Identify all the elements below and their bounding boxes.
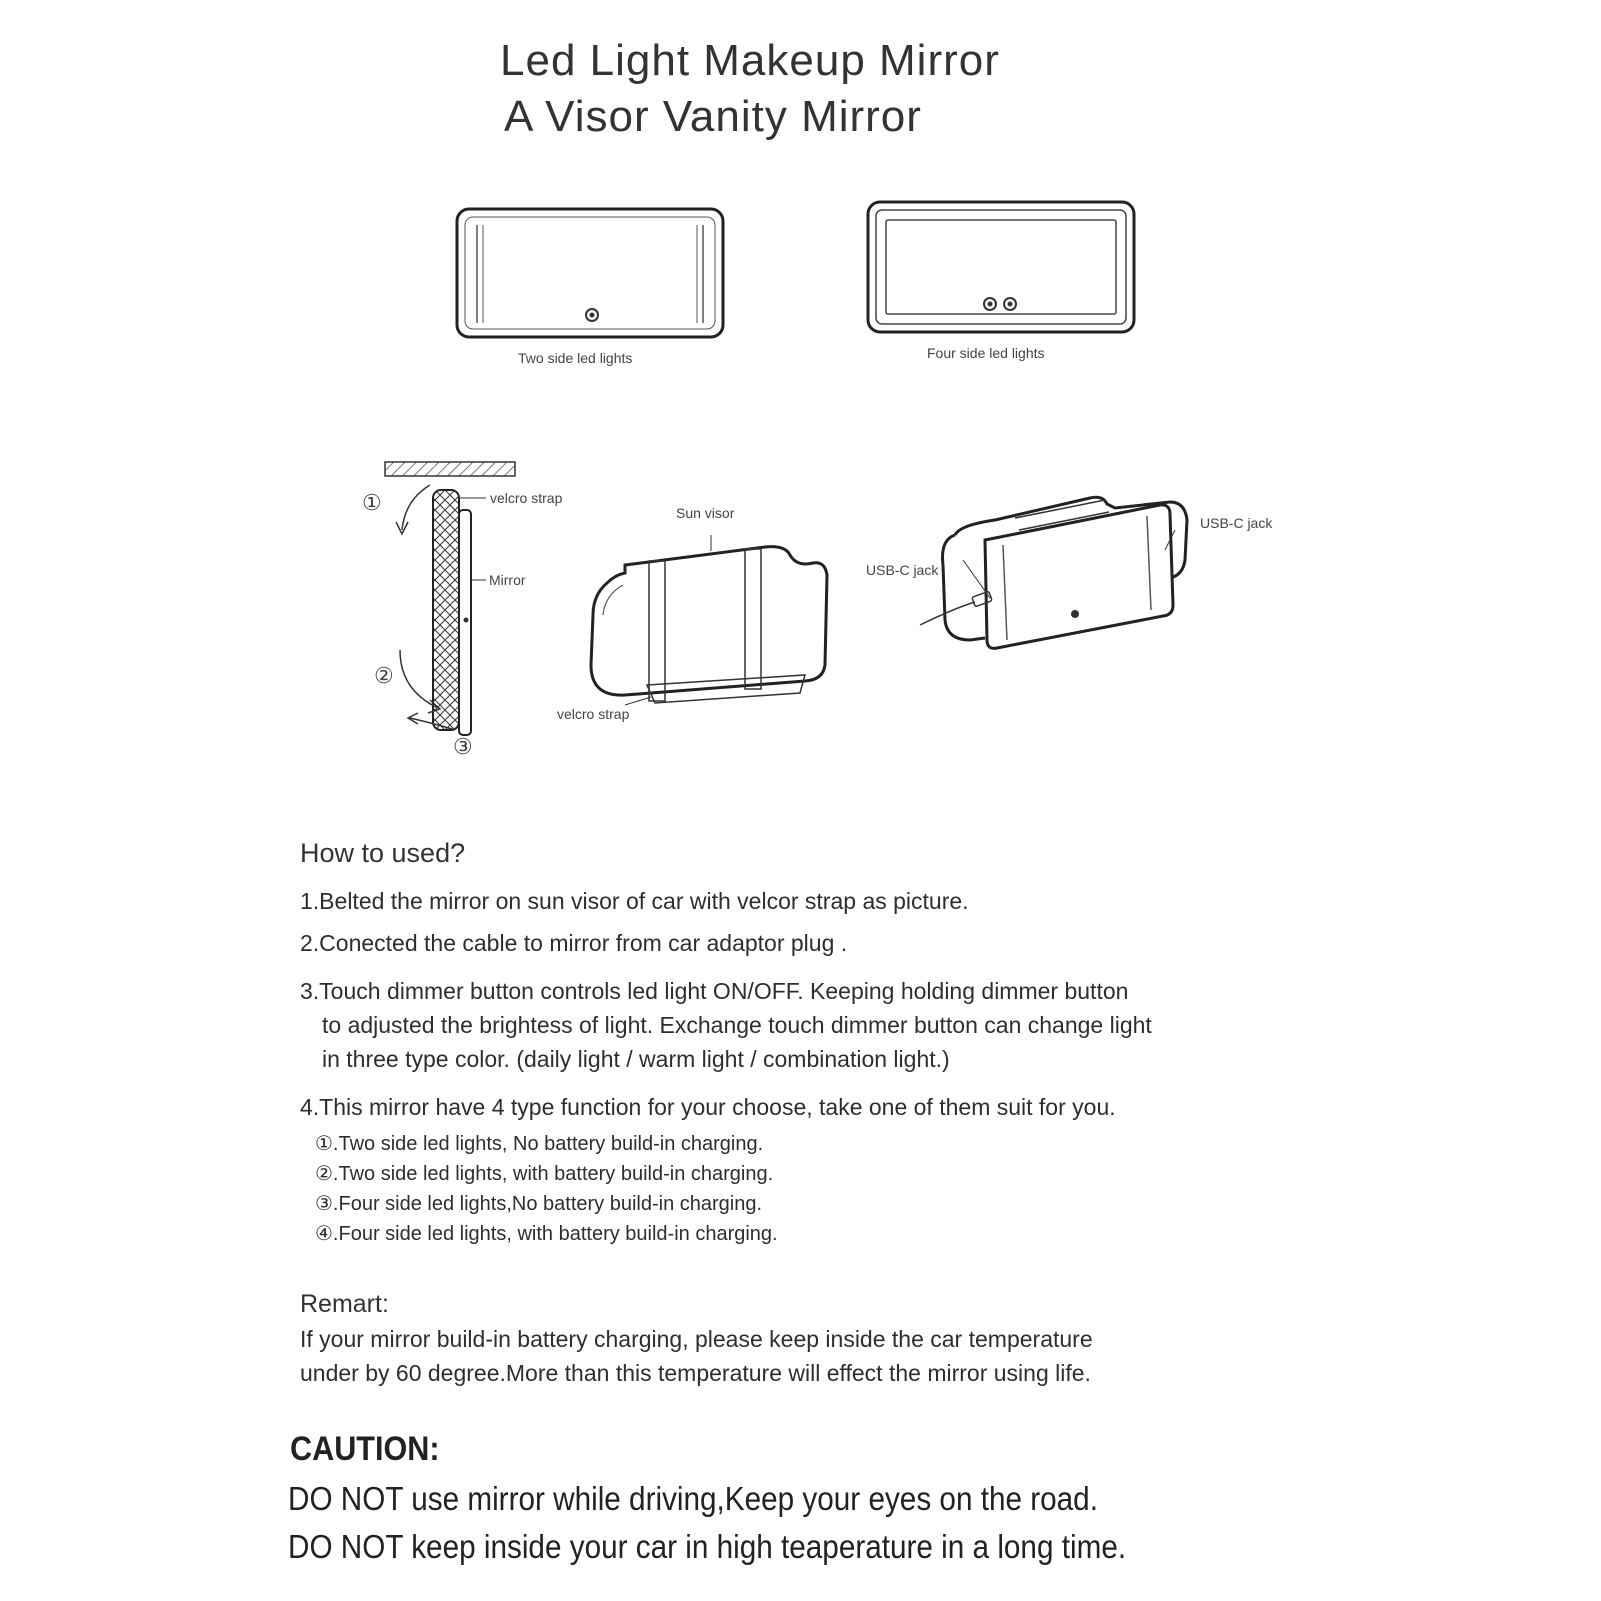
option-item: ②.Two side led lights, with battery buil… — [315, 1163, 774, 1185]
title-line-1: Led Light Makeup Mirror — [500, 36, 1000, 85]
title-line-2: A Visor Vanity Mirror — [504, 92, 922, 141]
step-3-marker: ③ — [453, 734, 473, 759]
option-item: ③.Four side led lights,No battery build-… — [315, 1193, 763, 1215]
instruction-step-3-line-2: to adjusted the brightess of light. Exch… — [322, 1012, 1152, 1038]
instruction-step-3-line-3: in three type color. (daily light / warm… — [322, 1046, 950, 1072]
option-item: ④.Four side led lights, with battery bui… — [315, 1223, 778, 1245]
instruction-step-1: 1.Belted the mirror on sun visor of car … — [300, 888, 969, 914]
usb-c-jack-left-label: USB-C jack — [866, 562, 939, 578]
side-mirror-label: Mirror — [489, 572, 526, 588]
dimmer-button-icon — [585, 308, 599, 322]
instruction-step-4: 4.This mirror have 4 type function for y… — [300, 1094, 1116, 1120]
dimmer-button-icon — [983, 297, 997, 311]
step-1-marker: ① — [362, 490, 382, 515]
remark-line-2: under by 60 degree.More than this temper… — [300, 1360, 1091, 1386]
usb-c-diagram — [919, 495, 1189, 650]
caution-line-1: DO NOT use mirror while driving,Keep you… — [288, 1480, 1098, 1517]
how-to-use-heading: How to used? — [300, 838, 466, 868]
option-item: ①.Two side led lights, No battery build-… — [315, 1133, 764, 1155]
caution-heading: CAUTION: — [290, 1430, 440, 1468]
sun-visor-label: Sun visor — [676, 505, 735, 521]
caution-line-2: DO NOT keep inside your car in high teap… — [288, 1528, 1127, 1565]
mirror-two-side-caption: Two side led lights — [518, 350, 633, 366]
visor-velcro-strap-label: velcro strap — [557, 706, 630, 722]
power-button-icon — [1003, 297, 1017, 311]
remark-line-1: If your mirror build-in battery charging… — [300, 1326, 1093, 1352]
dimmer-button-icon — [1071, 610, 1079, 618]
mirror-two-side-illustration — [455, 207, 725, 339]
instruction-step-2: 2.Conected the cable to mirror from car … — [300, 930, 848, 956]
mirror-four-side-illustration — [866, 200, 1136, 334]
mirror-four-side-caption: Four side led lights — [927, 345, 1045, 361]
side-velcro-strap-label: velcro strap — [490, 490, 563, 506]
remark-heading: Remart: — [300, 1290, 389, 1318]
side-view-diagram — [384, 461, 516, 736]
instruction-step-3-line-1: 3.Touch dimmer button controls led light… — [300, 978, 1129, 1004]
usb-c-jack-right-label: USB-C jack — [1200, 515, 1273, 531]
sun-visor-diagram — [589, 535, 829, 706]
step-2-marker: ② — [374, 663, 394, 688]
